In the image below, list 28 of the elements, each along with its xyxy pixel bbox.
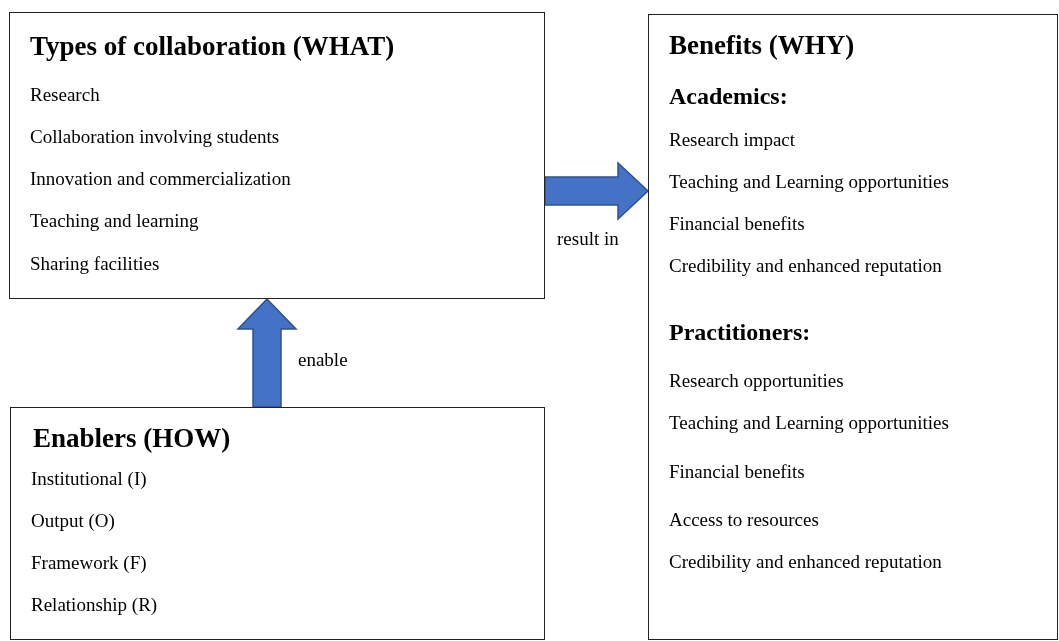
text-box bbox=[10, 407, 545, 640]
block-arrow bbox=[544, 161, 650, 221]
list-item: Research impact bbox=[669, 128, 796, 152]
list-item: Teaching and Learning opportunities bbox=[669, 411, 949, 435]
list-item: Research opportunities bbox=[669, 369, 844, 393]
list-item: Sharing facilities bbox=[30, 252, 160, 276]
list-item: Teaching and learning bbox=[30, 209, 199, 233]
list-item: Financial benefits bbox=[669, 212, 805, 236]
list-item: Relationship (R) bbox=[31, 593, 158, 617]
text-box bbox=[648, 14, 1058, 640]
list-item: Research bbox=[30, 83, 100, 107]
list-item: Innovation and commercialization bbox=[30, 167, 291, 191]
section-heading: Practitioners: bbox=[669, 317, 811, 347]
box-heading: Types of collaboration (WHAT) bbox=[30, 29, 395, 63]
box-heading: Benefits (WHY) bbox=[669, 28, 855, 62]
list-item: Teaching and Learning opportunities bbox=[669, 170, 949, 194]
block-arrow bbox=[236, 297, 298, 408]
list-item: Credibility and enhanced reputation bbox=[669, 254, 942, 278]
text-box bbox=[9, 12, 545, 299]
list-item: Financial benefits bbox=[669, 460, 805, 484]
list-item: Credibility and enhanced reputation bbox=[669, 550, 942, 574]
box-heading: Enablers (HOW) bbox=[33, 421, 231, 455]
list-item: Access to resources bbox=[669, 508, 819, 532]
list-item: Output (O) bbox=[31, 509, 115, 533]
section-heading: Academics: bbox=[669, 81, 788, 111]
list-item: Collaboration involving students bbox=[30, 125, 280, 149]
list-item: Framework (F) bbox=[31, 551, 147, 575]
list-item: Institutional (I) bbox=[31, 467, 147, 491]
